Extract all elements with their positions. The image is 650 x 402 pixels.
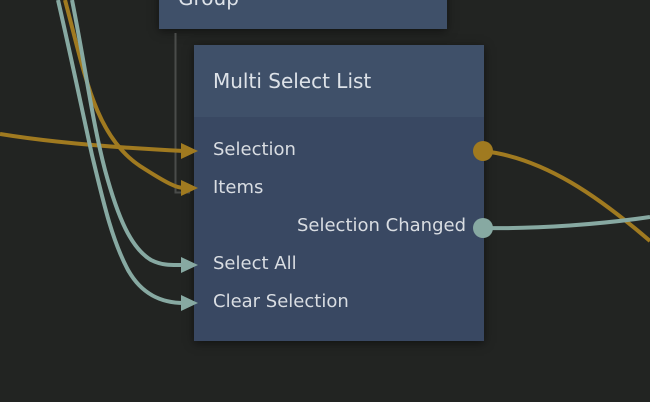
wire-selection-input[interactable] — [0, 132, 185, 153]
wire-group-to-items-link[interactable] — [174, 33, 191, 194]
port-label-items: Items — [213, 177, 264, 198]
node-multi-select-list-header[interactable]: Multi Select List — [194, 45, 484, 117]
port-label-selection: Selection — [213, 139, 296, 160]
wire-selection-output[interactable] — [482, 149, 650, 243]
port-label-selection-changed: Selection Changed — [296, 215, 466, 236]
node-multi-select-list-title: Multi Select List — [213, 69, 372, 93]
port-label-clear-selection: Clear Selection — [213, 291, 349, 312]
wire-select-all-input[interactable] — [70, 0, 185, 268]
node-multi-select-list-body: Selection Items Selection Changed Select… — [194, 117, 484, 321]
node-multi-select-list[interactable]: Multi Select List Selection Items Select… — [194, 45, 484, 341]
node-group-header[interactable]: Group — [159, 0, 447, 29]
node-group-title: Group — [178, 0, 239, 10]
port-row-selection-changed[interactable]: Selection Changed — [194, 207, 484, 245]
port-label-select-all: Select All — [213, 253, 297, 274]
port-row-clear-selection[interactable]: Clear Selection — [194, 283, 484, 321]
port-row-selection[interactable]: Selection — [194, 131, 484, 169]
wire-selection-changed-output[interactable] — [482, 215, 650, 231]
node-group[interactable]: Group — [159, 0, 447, 29]
port-row-select-all[interactable]: Select All — [194, 245, 484, 283]
port-row-items[interactable]: Items — [194, 169, 484, 207]
wire-clear-selection-input[interactable] — [56, 0, 185, 305]
